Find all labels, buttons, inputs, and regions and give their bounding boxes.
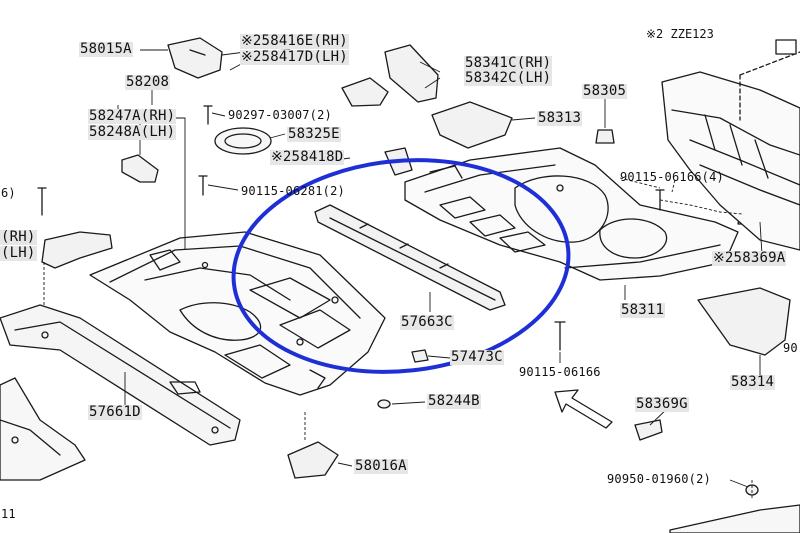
clip-58305 (595, 129, 615, 144)
label-90115-06166-4: 90115-06166(4) (620, 170, 724, 184)
small-box-top-right (775, 39, 797, 55)
front-floor-pan (89, 231, 386, 396)
bracket-58416E (341, 77, 389, 107)
bracket-58314 (697, 287, 791, 356)
label-58247A: 58247A(RH) (88, 108, 177, 124)
label-58208: 58208 (125, 74, 171, 90)
label-57663C: 57663C (400, 314, 454, 330)
label-left-rh: (RH) (0, 229, 37, 245)
label-left-11: 11 (1, 507, 16, 521)
bolt-90297 (203, 105, 213, 125)
bolt-left (37, 187, 47, 216)
bracket-left-rh-lh (41, 231, 113, 269)
label-58305: 58305 (582, 83, 628, 99)
lower-right-panel (669, 504, 800, 533)
label-58015A: 58015A (79, 41, 133, 57)
plug-57473C (411, 349, 429, 363)
label-58418D: ※258418D (270, 149, 345, 165)
label-58248A: 58248A(LH) (88, 124, 177, 140)
label-58417D: ※258417D(LH) (240, 49, 349, 65)
label-58016A: 58016A (354, 458, 408, 474)
left-rocker-panel (0, 377, 86, 481)
label-57473C: 57473C (450, 349, 504, 365)
highlight-circle (231, 158, 571, 374)
label-58313: 58313 (537, 110, 583, 126)
label-90115-06281: 90115-06281(2) (241, 184, 345, 198)
label-90297-03007: 90297-03007(2) (228, 108, 332, 122)
dashed-panel-outline (739, 51, 800, 121)
label-58416E: ※258416E(RH) (240, 33, 349, 49)
bracket-58341C (384, 44, 439, 103)
label-left-6: 6) (1, 186, 16, 200)
label-58341C: 58341C(RH) (464, 55, 553, 71)
label-right-90: 90 (783, 341, 798, 355)
label-58244B: 58244B (427, 393, 481, 409)
label-58314: 58314 (730, 374, 776, 390)
side-member-57661D (0, 304, 241, 446)
clip-58369G (634, 419, 663, 441)
label-58311: 58311 (620, 302, 666, 318)
plug-58325E (214, 127, 272, 155)
bracket-58016A (287, 441, 339, 479)
plug-58244B (377, 399, 391, 409)
bolt-90115-06281 (198, 175, 208, 196)
label-58342C: 58342C(LH) (464, 70, 553, 86)
rear-body-panel (661, 71, 800, 251)
label-left-lh: (LH) (0, 245, 37, 261)
leader-lines (43, 49, 763, 500)
label-57661D: 57661D (88, 404, 142, 420)
label-90950-01960: 90950-01960(2) (607, 472, 711, 486)
label-58369G: 58369G (635, 396, 689, 412)
bracket-58015A (167, 37, 223, 79)
bracket-58313 (431, 101, 513, 149)
cross-member-57663C (314, 204, 506, 311)
bolt-90115-06166 (554, 321, 566, 351)
model-note: ※2 ZZE123 (646, 27, 714, 41)
rear-floor-pan (404, 147, 739, 281)
bracket-58247A (121, 154, 159, 183)
label-90115-06166: 90115-06166 (519, 365, 601, 379)
label-58369A: ※258369A (712, 250, 787, 266)
label-58325E: 58325E (287, 126, 341, 142)
front-direction-arrow (554, 389, 613, 429)
